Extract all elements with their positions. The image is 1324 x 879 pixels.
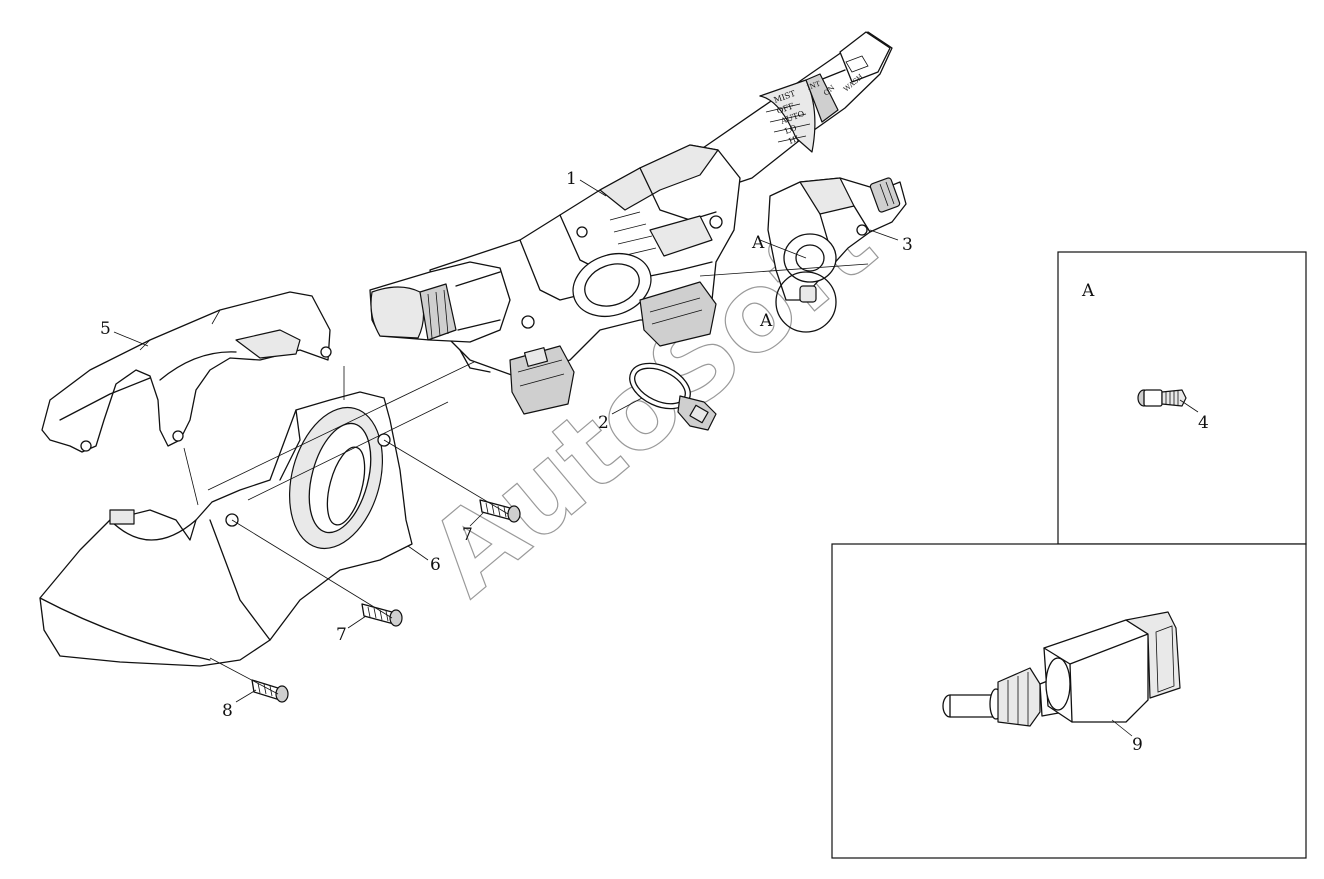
callout-8-label: 8 <box>222 701 233 721</box>
upper-column-cover <box>41 291 332 453</box>
part-4-bulb <box>1137 389 1187 407</box>
inset-a-panel: A 4 <box>1057 251 1307 545</box>
clamp-band <box>629 362 717 431</box>
detail-a-marker <box>699 239 869 333</box>
callout-3-label: 3 <box>902 235 913 255</box>
switch-label-lo: LO <box>784 123 799 136</box>
ignition-switch <box>767 177 907 303</box>
callout-2-label: 2 <box>598 413 609 433</box>
callout-1-label: 1 <box>566 169 577 189</box>
switch-label-hi: HI <box>788 134 801 146</box>
screw-7-upper <box>479 499 521 523</box>
callout-1: 1 <box>566 169 607 197</box>
assembly-lines <box>183 361 509 695</box>
inset-a-title: A <box>1081 281 1095 301</box>
callout-2: 2 <box>598 397 643 433</box>
detail-a-mark-top: A <box>751 233 765 253</box>
combination-switch-assembly: MIST OFF AUTO LO HI INT WASH ON <box>369 31 893 415</box>
detail-a-mark-bottom: A <box>759 311 773 331</box>
callout-7-lower: 7 <box>336 615 367 645</box>
inset-9-panel: 9 <box>831 543 1307 859</box>
callout-6-label: 6 <box>430 555 441 575</box>
callout-5: 5 <box>100 319 149 347</box>
callout-6: 6 <box>407 545 441 575</box>
callout-3: 3 <box>869 229 913 255</box>
callout-7-upper-label: 7 <box>462 525 473 545</box>
callout-7-lower-label: 7 <box>336 625 347 645</box>
callout-8: 8 <box>222 689 257 721</box>
callout-7-upper: 7 <box>462 511 485 545</box>
screw-8 <box>251 679 289 703</box>
callout-9-label: 9 <box>1132 735 1143 755</box>
callout-4-label: 4 <box>1198 413 1209 433</box>
part-9-stop-lamp-switch <box>942 611 1181 727</box>
callout-5-label: 5 <box>100 319 111 339</box>
lower-column-cover <box>39 391 413 667</box>
screw-7-lower <box>361 603 403 627</box>
